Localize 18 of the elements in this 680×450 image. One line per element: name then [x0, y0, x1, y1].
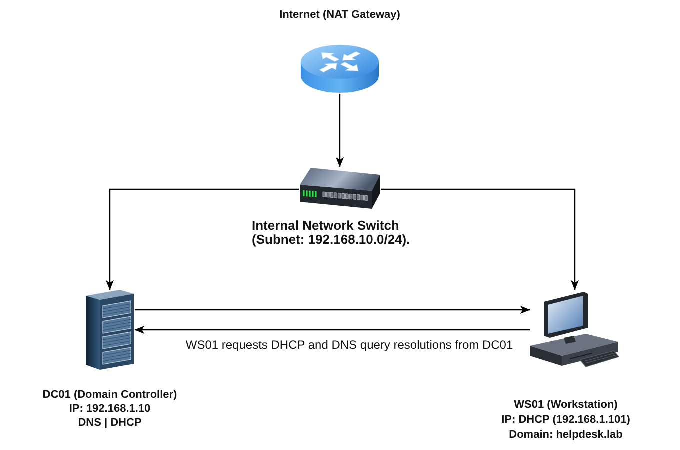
- server-tower-icon: [85, 290, 135, 370]
- device-label: DC01 (Domain Controller): [42, 388, 178, 402]
- arrow: [336, 94, 344, 168]
- device-label: Domain: helpdesk.lab: [509, 428, 623, 443]
- arrow: [134, 326, 530, 334]
- device-label: IP: 192.168.1.10: [69, 402, 151, 416]
- network-switch-icon: [299, 167, 381, 212]
- arrow: [106, 188, 299, 290]
- device-label: IP: DHCP (192.168.1.101): [502, 413, 630, 428]
- device-label: (Subnet: 192.168.10.0/24).: [252, 233, 410, 247]
- device-label: WS01 (Workstation): [514, 398, 618, 413]
- arrow: [381, 188, 579, 290]
- desktop-computer-icon: [530, 290, 620, 370]
- edge-label: WS01 requests DHCP and DNS query resolutions from DC01: [184, 338, 516, 352]
- device-label: Internal Network Switch: [252, 219, 400, 233]
- device-label: DNS | DHCP: [78, 416, 142, 430]
- arrow: [135, 306, 530, 314]
- node-title: Internet (NAT Gateway): [280, 8, 400, 22]
